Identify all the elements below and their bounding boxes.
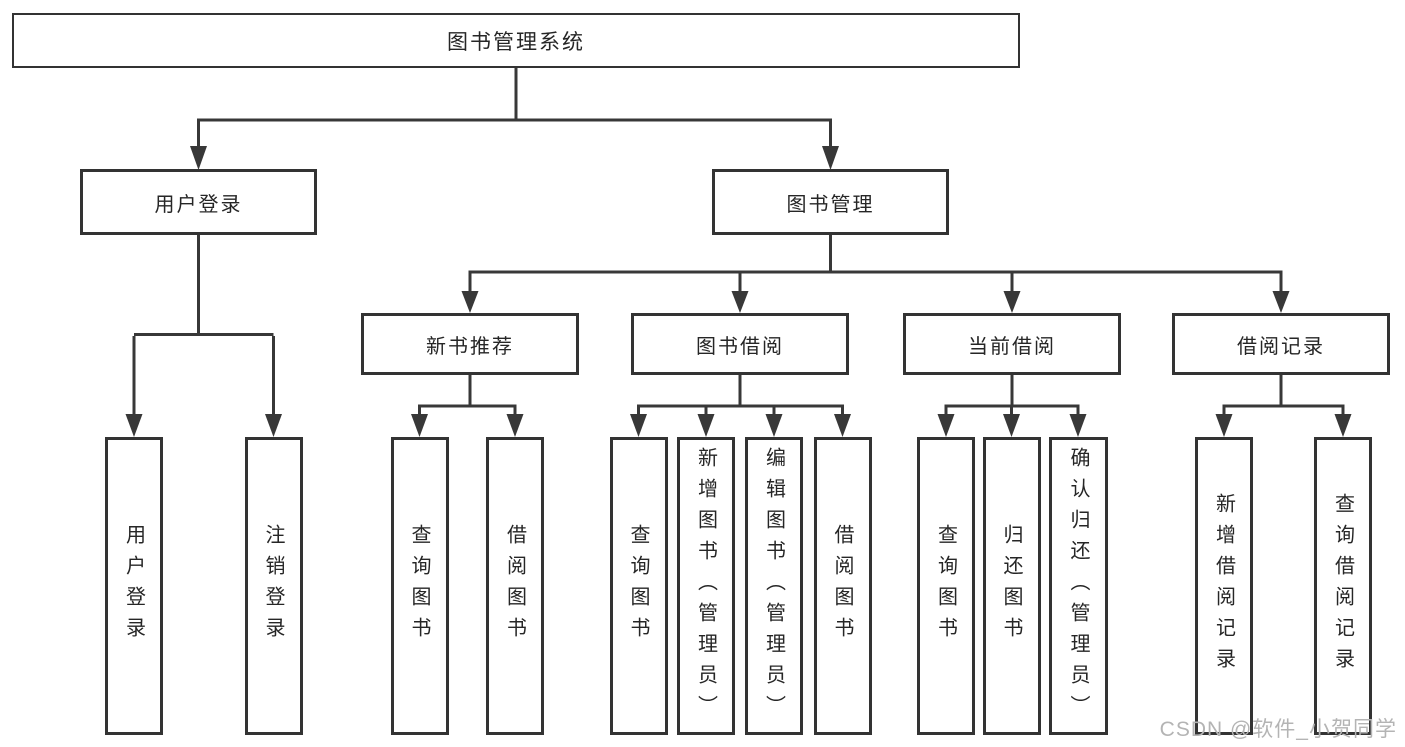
node-current-borrow: 当前借阅: [903, 313, 1121, 375]
leaf-return-book: 归还图书: [982, 437, 1041, 735]
leaf-query-borrow-record: 查询借阅记录: [1314, 437, 1372, 735]
node-book-borrow: 图书借阅: [631, 313, 849, 375]
leaf-query-book-current: 查询图书: [917, 437, 975, 735]
node-book-management: 图书管理: [712, 169, 949, 235]
leaf-borrow-book: 借阅图书: [813, 437, 872, 735]
node-borrow-records: 借阅记录: [1172, 313, 1390, 375]
leaf-logout: 注销登录: [244, 437, 303, 735]
node-library-management-system: 图书管理系统: [12, 13, 1020, 68]
leaf-query-book-recommend: 查询图书: [390, 437, 449, 735]
leaf-edit-book-admin: 编辑图书（管理员）: [745, 437, 803, 735]
arrowheads: [125, 146, 1352, 437]
leaf-query-book-borrow: 查询图书: [609, 437, 668, 735]
node-user-login: 用户登录: [80, 169, 317, 235]
leaf-confirm-return-admin: 确认归还（管理员）: [1049, 437, 1108, 735]
leaf-borrow-book-recommend: 借阅图书: [486, 437, 544, 735]
leaf-add-borrow-record: 新增借阅记录: [1195, 437, 1253, 735]
leaf-add-book-admin: 新增图书（管理员）: [677, 437, 735, 735]
leaf-user-login: 用户登录: [105, 437, 163, 735]
node-new-book-recommend: 新书推荐: [361, 313, 579, 375]
csdn-watermark: CSDN @软件_小贺同学: [1159, 718, 1397, 741]
